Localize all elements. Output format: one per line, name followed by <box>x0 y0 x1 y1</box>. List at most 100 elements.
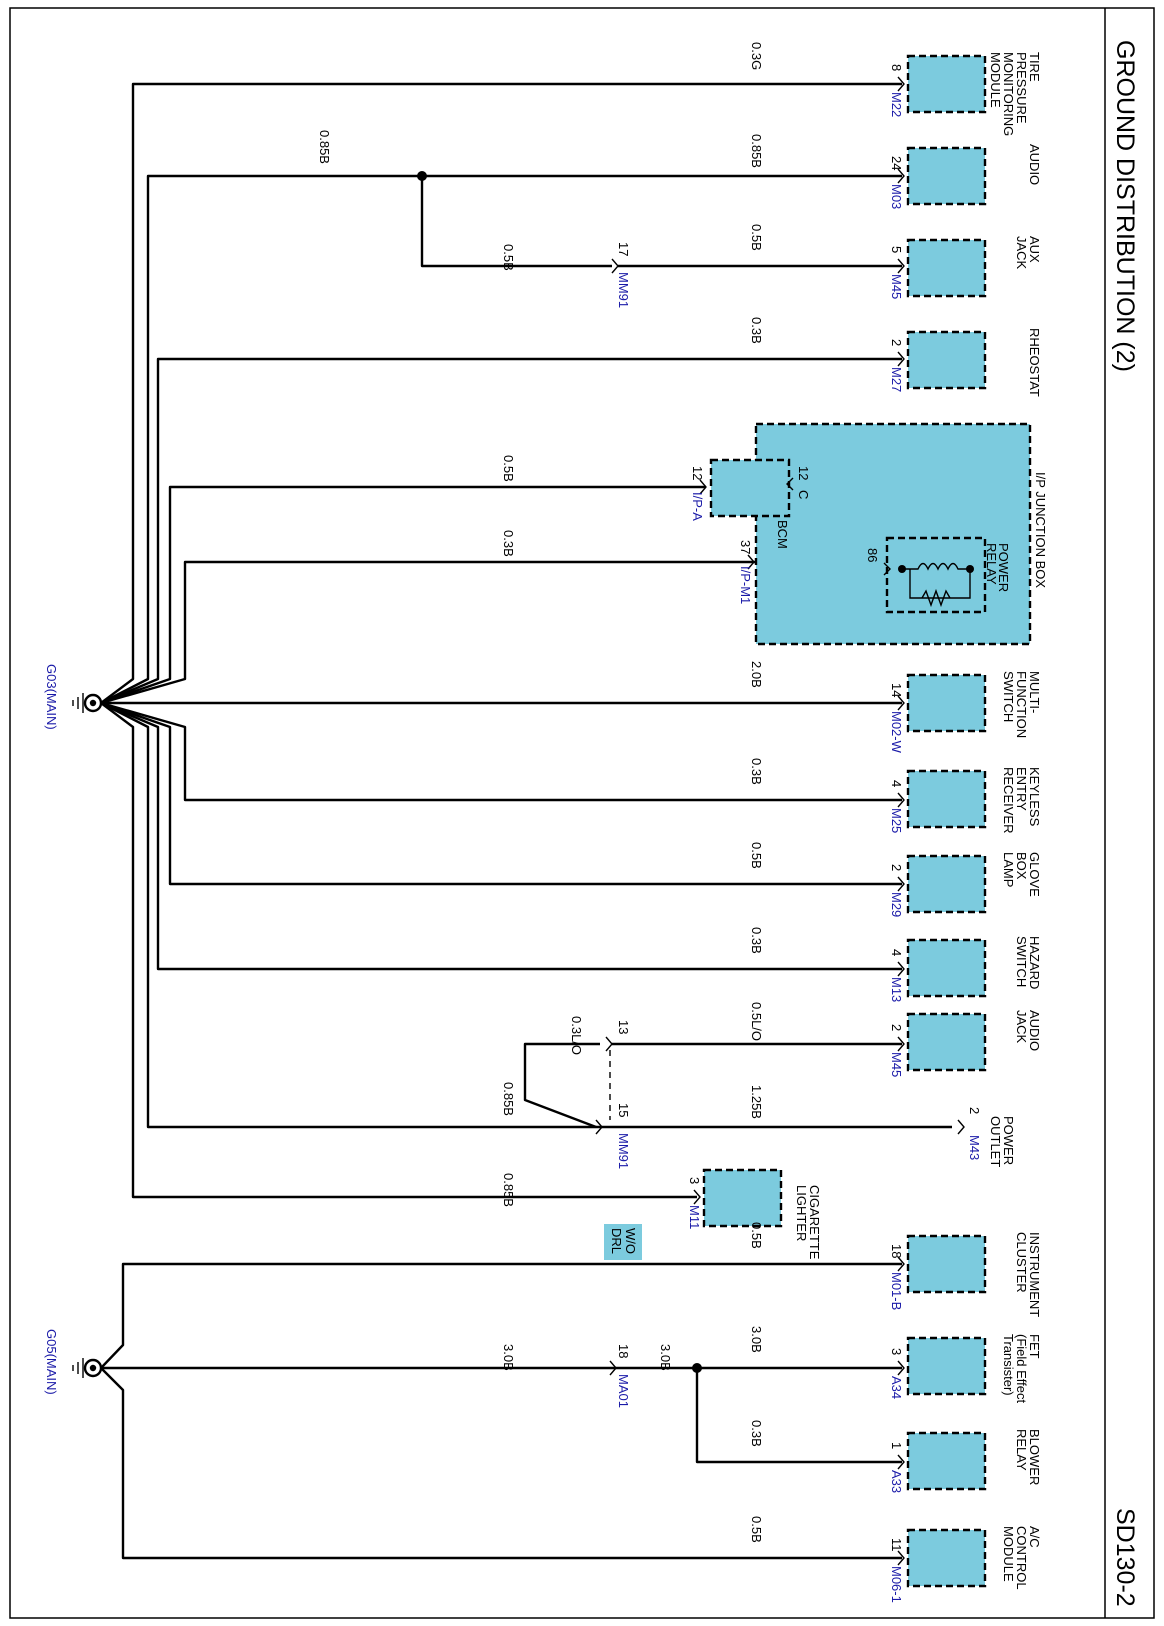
pin-mark <box>897 258 905 274</box>
mfs-connector: M02-W <box>889 711 904 754</box>
cluster-pin: 18 <box>889 1244 904 1258</box>
pin-mark <box>611 258 619 274</box>
page-code: SD130-2 <box>1111 1508 1139 1607</box>
pin-mark <box>897 876 905 892</box>
option-badge <box>604 1224 642 1260</box>
pin-mark <box>897 1550 905 1566</box>
audio-ground-wire: 0.85B <box>317 130 332 164</box>
ma01-branch-wire: 3.0B <box>658 1344 673 1371</box>
tpms-wire-size: 0.3G <box>749 42 764 70</box>
pin-mark <box>609 1360 617 1376</box>
audio-connector: M03 <box>889 184 904 209</box>
cluster-label-0: INSTRUMENT <box>1027 1232 1042 1317</box>
bcm-box <box>709 458 791 518</box>
pin-mark <box>957 1119 965 1135</box>
splice-audio <box>417 171 427 181</box>
pin-mark <box>897 961 905 977</box>
audiojack-jump-wire: 0.3L/O <box>569 1016 584 1055</box>
cigar-label-1: LIGHTER <box>794 1185 809 1241</box>
mm91-pin-15: 15 <box>616 1103 631 1117</box>
rheostat-label-0: RHEOSTAT <box>1027 328 1042 397</box>
audiojack-label-0: AUDIO <box>1027 1010 1042 1051</box>
audio-wire-size: 0.85B <box>749 134 764 168</box>
audiojack-box <box>906 1012 987 1072</box>
cigar-connector: M11 <box>687 1205 702 1229</box>
cluster-label-1: CLUSTER <box>1014 1232 1029 1293</box>
ip-a-connector: I/P-A <box>690 492 705 521</box>
pin-mark <box>897 1256 905 1272</box>
page-frame <box>9 7 1155 1619</box>
wire-cluster <box>100 1262 902 1369</box>
acm-box <box>906 1528 987 1588</box>
blower-box <box>906 1431 987 1491</box>
aux-wire-size: 0.5B <box>749 224 764 251</box>
junction-box-label: I/P JUNCTION BOX <box>1033 472 1048 588</box>
ground-label-g05: G05(MAIN) <box>44 1329 59 1395</box>
mm91-bottom-connector: MM91 <box>616 1133 631 1169</box>
cigar-label-0: CIGARETTE <box>807 1185 822 1260</box>
audiojack-connector: M45 <box>889 1052 904 1077</box>
outlet-connector: M43 <box>967 1135 982 1160</box>
wire-outlet <box>100 701 952 1129</box>
hazard-label-1: SWITCH <box>1014 936 1029 987</box>
keyless-label-1: ENTRY <box>1014 767 1029 811</box>
pin-mark <box>595 1119 603 1135</box>
tpms-pin: 8 <box>889 64 904 71</box>
relay-pin: 86 <box>865 548 880 562</box>
pin-mark <box>605 1036 613 1052</box>
rheostat-box <box>906 330 987 390</box>
fet-pin: 3 <box>889 1348 904 1355</box>
wire-keyless <box>100 701 902 802</box>
glove-connector: M29 <box>889 892 904 917</box>
fet-connector: A34 <box>889 1376 904 1399</box>
wire-audiojack-jump <box>523 1042 600 1129</box>
keyless-box <box>906 769 987 829</box>
cigar-wire-size: 0.85B <box>501 1173 516 1207</box>
page-title: GROUND DISTRIBUTION (2) <box>1111 40 1139 372</box>
hazard-box <box>906 938 987 998</box>
splice-fet <box>692 1363 702 1373</box>
pin-mark <box>897 1454 905 1470</box>
mfs-wire-size: 2.0B <box>749 661 764 688</box>
bcm-pin-mark <box>786 477 794 491</box>
wire-audio <box>100 174 902 705</box>
ma01-main-wire: 3.0B <box>501 1344 516 1371</box>
bcm-label: BCM <box>775 520 790 549</box>
hazard-pin: 4 <box>889 949 904 956</box>
aux-box <box>906 238 987 298</box>
audiojack-wire-size: 0.5L/O <box>749 1002 764 1041</box>
aux-label-0: AUX <box>1027 236 1042 263</box>
pin-mark <box>897 1360 905 1376</box>
bcm-conn: C <box>796 490 811 499</box>
aux-pin: 5 <box>889 246 904 253</box>
tpms-label-2: MONITORING <box>1001 52 1016 136</box>
bcm-pin: 12 <box>796 466 811 480</box>
wire-tpms <box>100 82 902 704</box>
rheostat-pin: 2 <box>889 339 904 346</box>
keyless-pin: 4 <box>889 780 904 787</box>
power-relay-box <box>885 536 987 614</box>
ma01-connector: MA01 <box>616 1374 631 1408</box>
audio-box <box>906 146 987 206</box>
cigar-pin: 3 <box>687 1177 702 1184</box>
pin-mark <box>897 792 905 808</box>
mm91-pin-13: 13 <box>616 1020 631 1034</box>
pin-mark <box>897 76 905 92</box>
wire-acm <box>100 1367 902 1560</box>
wire-jb <box>100 560 754 705</box>
rheostat-wire-size: 0.3B <box>749 317 764 344</box>
ip-m1-wire-size: 0.3B <box>501 530 516 557</box>
wires <box>100 82 952 1560</box>
wire-blower <box>695 1368 902 1464</box>
tpms-connector: M22 <box>889 92 904 117</box>
blower-wire-size: 0.3B <box>749 1420 764 1447</box>
tpms-label-3: MODULE <box>988 52 1003 108</box>
pin-mark <box>897 351 905 367</box>
glove-label-0: GLOVE <box>1027 852 1042 897</box>
cluster-connector: M01-B <box>889 1272 904 1310</box>
labels: TIREPRESSUREMONITORINGMODULE8M220.3GAUDI… <box>317 42 1042 1603</box>
glove-pin: 2 <box>889 864 904 871</box>
acm-label-2: MODULE <box>1001 1526 1016 1582</box>
audio-label-0: AUDIO <box>1027 144 1042 185</box>
keyless-connector: M25 <box>889 808 904 833</box>
